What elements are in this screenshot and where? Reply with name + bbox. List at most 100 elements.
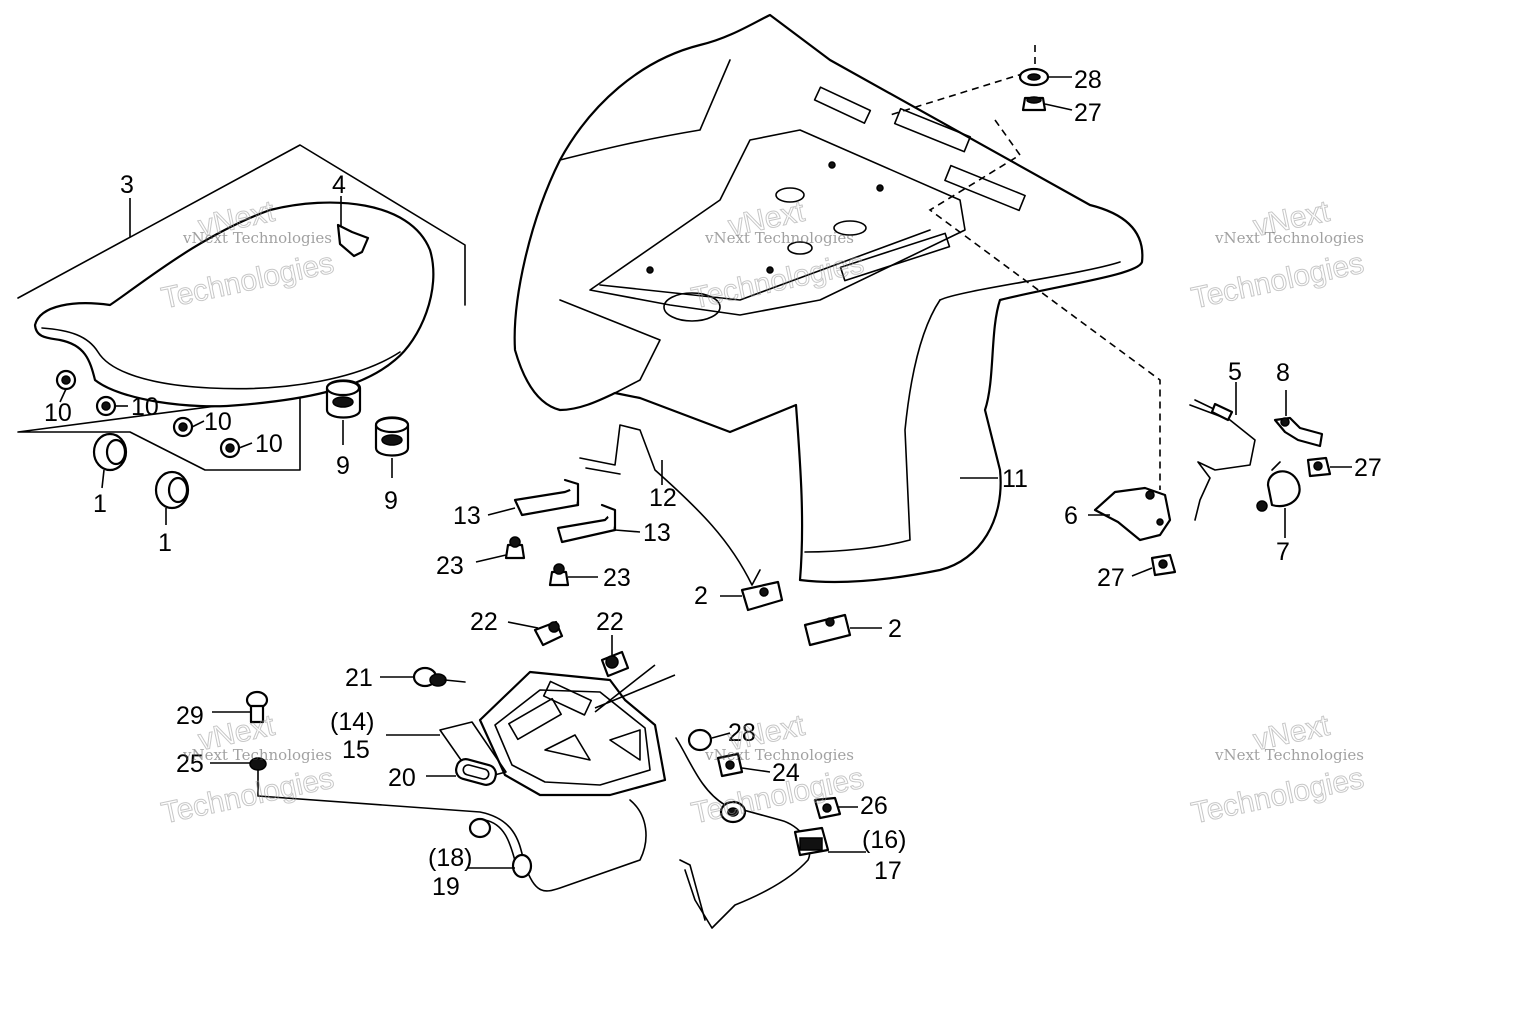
leader-23a [475, 554, 507, 563]
callout-12: 12 [649, 484, 677, 512]
rod-5 [1189, 399, 1256, 521]
callout-18: (18) [428, 844, 472, 872]
watermark-6: vNext vNext Technologies Technologies [1188, 708, 1367, 831]
fender-left-ridge [559, 59, 731, 161]
callout-14: (14) [330, 708, 374, 736]
watermark-3: vNext vNext Technologies Technologies [1188, 194, 1367, 316]
fender-inner-edge [559, 299, 661, 394]
svg-text:vNext Technologies: vNext Technologies [1214, 229, 1364, 247]
plate-tri-b [609, 729, 641, 761]
callout-24: 24 [772, 759, 800, 787]
callout-2a: 2 [694, 582, 708, 610]
plate-tri-a [544, 734, 591, 761]
screw-29 [245, 690, 269, 724]
fender-rivet-c [766, 266, 774, 274]
fender-rivet-a [828, 161, 836, 169]
callout-26: 26 [860, 792, 888, 820]
callout-13a: 13 [453, 502, 481, 530]
seat-edge [41, 327, 401, 390]
callout-13b: 13 [643, 519, 671, 547]
slot-2 [893, 107, 972, 153]
grommet-1-a [92, 432, 128, 472]
nut-27-right [1306, 456, 1332, 478]
socket-18 [468, 817, 533, 879]
callout-25: 25 [176, 750, 204, 778]
leader-27c [1131, 567, 1153, 577]
svg-text:vNext Technologies: vNext Technologies [704, 746, 854, 764]
callout-28a: 28 [1074, 66, 1102, 94]
nut-10-b [95, 395, 117, 417]
callout-10c: 10 [204, 408, 232, 436]
gasket-20 [455, 758, 497, 786]
bolt-23-a [504, 536, 526, 560]
callout-15: 15 [342, 736, 370, 764]
grommet-1-b [154, 470, 190, 510]
harness-17-inner [679, 859, 706, 921]
cushion-9-b [374, 416, 410, 457]
fender-lower-panel [804, 299, 941, 553]
plate-bracket-inner [494, 689, 651, 786]
clip-2-a [740, 580, 784, 612]
fender-round-hole [663, 292, 721, 322]
guard-rod-inner [585, 467, 621, 475]
slot-3 [944, 164, 1026, 212]
plate-bracket-body [478, 670, 667, 797]
fender-hole-b [833, 220, 867, 236]
leader-22-lines [594, 664, 676, 713]
callout-23b: 23 [603, 564, 631, 592]
callout-1a: 1 [93, 490, 107, 518]
callout-19: 19 [432, 873, 460, 901]
callout-28b: 28 [728, 719, 756, 747]
leader-22a [507, 621, 539, 629]
callout-5: 5 [1228, 358, 1242, 386]
fender-hole-a [775, 187, 805, 203]
nut-24 [716, 752, 744, 778]
bolt-22-b [600, 650, 630, 678]
fender-carrier-deck [589, 129, 966, 316]
nut-10-c [172, 416, 194, 438]
leader-10a [59, 388, 67, 403]
plate-slot-a [508, 697, 562, 741]
svg-text:vNext Technologies: vNext Technologies [1214, 746, 1364, 764]
nut-26 [813, 796, 842, 820]
callout-labels: 3 4 10 10 10 10 1 1 9 9 28 27 11 12 13 1… [44, 66, 1382, 901]
callout-3: 3 [120, 171, 134, 199]
seat-bracket-outline [17, 144, 466, 471]
callout-7: 7 [1276, 538, 1290, 566]
bolt-23-b [548, 563, 570, 587]
washer-28-lower [687, 728, 713, 752]
svg-text:Technologies: Technologies [1189, 762, 1367, 831]
nut-10-a [55, 369, 77, 391]
callout-21: 21 [345, 664, 373, 692]
clip-2-b [803, 613, 852, 647]
nut-27-bottom [1150, 553, 1177, 577]
cushion-9-a [325, 379, 362, 419]
leader-1a [101, 469, 105, 489]
plate-bracket [439, 664, 676, 797]
bolt-22-a [533, 620, 564, 647]
callout-6: 6 [1064, 502, 1078, 530]
leader-28b [711, 732, 731, 739]
light-socket [719, 800, 747, 824]
fender-rivet-d [646, 266, 654, 274]
carrier-inner [599, 229, 931, 301]
svg-text:vNext Technologies: vNext Technologies [182, 746, 332, 764]
callout-4: 4 [332, 171, 346, 199]
fender-rivet-b [876, 184, 884, 192]
guard-rod [579, 424, 761, 586]
callout-10a: 10 [44, 399, 72, 427]
leader-10c [191, 420, 205, 428]
seat-assembly [17, 144, 466, 525]
callout-20: 20 [388, 764, 416, 792]
callout-2b: 2 [888, 615, 902, 643]
callout-10b: 10 [131, 393, 159, 421]
leader-24 [741, 767, 771, 773]
bracket-13-b [556, 503, 617, 544]
svg-text:vNext Technologies: vNext Technologies [182, 229, 332, 247]
callout-29: 29 [176, 702, 204, 730]
slot-4 [839, 232, 951, 282]
seat-hook [336, 223, 370, 258]
leader-27a [1044, 103, 1073, 111]
leader-13b [614, 529, 641, 533]
